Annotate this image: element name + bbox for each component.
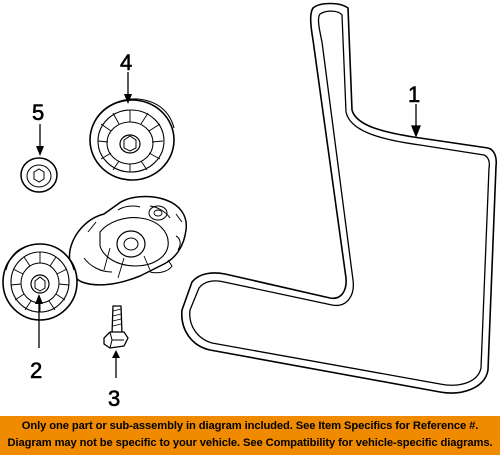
disclaimer-line-2: Diagram may not be specific to your vehi… bbox=[7, 437, 493, 449]
disclaimer-banner: Only one part or sub-assembly in diagram… bbox=[0, 416, 500, 455]
callout-2-tensioner: 2 bbox=[30, 358, 42, 383]
disclaimer-line-1: Only one part or sub-assembly in diagram… bbox=[21, 420, 479, 432]
serpentine-belt bbox=[181, 2, 498, 394]
parts-diagram: 1 2 3 4 5 bbox=[2, 2, 498, 411]
callout-3-bolt: 3 bbox=[108, 386, 120, 411]
pulley-dust-cap bbox=[20, 157, 58, 193]
idler-pulley bbox=[89, 98, 175, 181]
mounting-bolt bbox=[103, 305, 129, 349]
callout-1-belt: 1 bbox=[408, 82, 420, 107]
belt-tensioner-assembly bbox=[2, 195, 188, 321]
callout-5-cap: 5 bbox=[32, 100, 44, 125]
leader-lines bbox=[35, 72, 421, 378]
callout-4-idler-pulley: 4 bbox=[120, 50, 132, 75]
